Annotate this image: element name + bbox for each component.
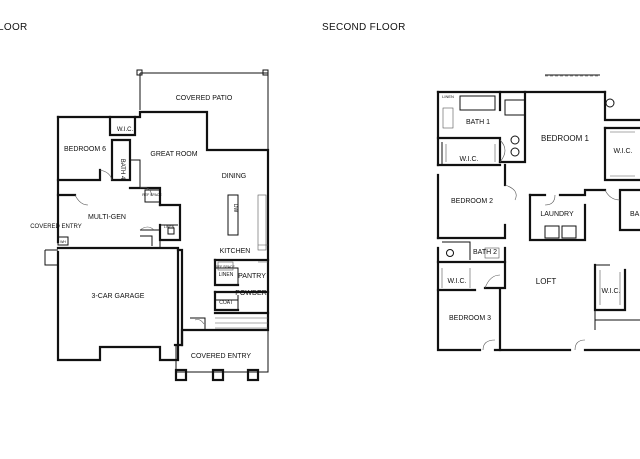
room-label-wic-loft: W.I.C. (601, 288, 620, 295)
label-ref-space-2: REF SPACE (215, 265, 235, 269)
room-label-bath-2: BATH 2 (473, 249, 497, 256)
room-label-bath-partial: BA (630, 211, 640, 218)
room-label-bedroom-1: BEDROOM 1 (541, 134, 590, 143)
label-linen-second: LINEN (442, 94, 454, 99)
room-label-powder: POWDER (235, 290, 267, 297)
room-label-bath-4: BATH 4 (119, 159, 125, 180)
room-label-covered-entry-side: COVERED ENTRY (30, 224, 82, 230)
room-label-wic: W.I.C. (117, 127, 134, 133)
second-floor-title: SECOND FLOOR (322, 22, 406, 33)
room-label-wic-bath-1: W.I.C. (459, 156, 478, 163)
first-floor-plan (44, 69, 270, 382)
label-wh: WH (60, 240, 66, 244)
room-label-pantry: PANTRY (238, 273, 266, 280)
room-label-bedroom-2: BEDROOM 2 (451, 198, 493, 205)
label-linen-2: LINEN (219, 272, 234, 278)
room-label-bedroom-3: BEDROOM 3 (449, 315, 491, 322)
room-label-bath-1: BATH 1 (466, 119, 490, 126)
covered-entry-outline (175, 330, 269, 373)
kitchen-island (227, 194, 239, 236)
room-label-kitchen: KITCHEN (220, 248, 251, 255)
room-label-laundry: LAUNDRY (540, 211, 574, 218)
label-linen: LINEN (164, 225, 175, 229)
room-label-covered-entry-front: COVERED ENTRY (191, 353, 251, 360)
room-label-bedroom-6: BEDROOM 6 (64, 146, 106, 153)
room-label-wic-bedroom-1: W.I.C. (613, 148, 632, 155)
label-ref-space: REF SPACE (142, 193, 162, 197)
label-coat: COAT (219, 300, 233, 306)
room-label-wic-bedroom-3: W.I.C. (447, 278, 466, 285)
room-label-multi-gen: MULTI-GEN (88, 214, 126, 221)
room-label-3-car-garage: 3-CAR GARAGE (92, 293, 145, 300)
first-floor-title: LOOR (0, 22, 28, 33)
second-floor-plan (436, 74, 640, 352)
room-label-loft: LOFT (536, 277, 557, 286)
room-label-great-room: GREAT ROOM (150, 151, 197, 158)
room-label-dining: DINING (222, 173, 247, 180)
label-dw: DW (232, 204, 238, 213)
room-label-covered-patio: COVERED PATIO (176, 95, 233, 102)
